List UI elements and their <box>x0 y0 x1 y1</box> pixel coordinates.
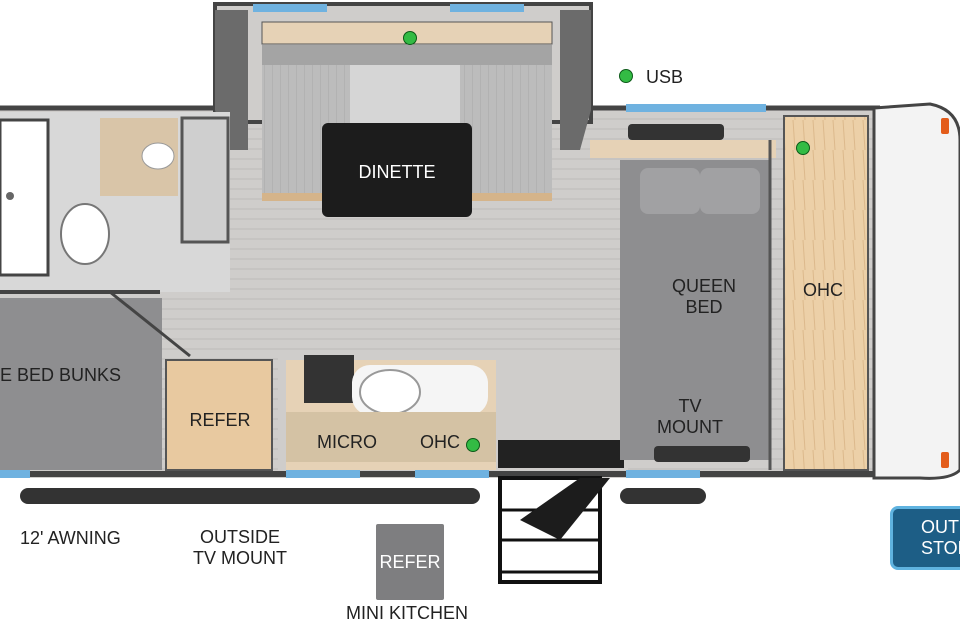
refer-label: REFER <box>189 410 251 430</box>
usb-dot-icon <box>403 31 417 45</box>
mini-kitchen-label: MINI KITCHEN <box>345 603 468 623</box>
dinette-label: DINETTE <box>358 162 436 182</box>
mini-refer-label: REFER <box>379 552 441 572</box>
dinette-slideout <box>213 2 593 201</box>
front-cap <box>872 102 960 480</box>
green-dot-icon <box>619 69 633 83</box>
outside-tv-label: OUTSIDE TV MOUNT <box>193 527 287 568</box>
usb-dot-icon <box>466 438 480 452</box>
kitchen-counter <box>278 352 628 470</box>
bathroom <box>0 112 230 294</box>
bunk-beds <box>0 290 191 470</box>
outside-storage-label: OUT STOR <box>921 517 960 558</box>
mini-kitchen-refer <box>376 524 444 600</box>
exterior-walls <box>0 104 880 478</box>
queen-bed-label: QUEEN BED <box>671 276 736 317</box>
usb-dot-icon <box>796 141 810 155</box>
front-ohc-cabinet <box>783 115 869 471</box>
awning-rail <box>20 488 706 504</box>
ohc-kitchen-label: OHC <box>420 432 460 452</box>
refer-cabinet <box>165 359 273 471</box>
dinette-table <box>322 123 472 217</box>
entry-steps <box>498 476 610 584</box>
awning-label: 12' AWNING <box>20 528 121 548</box>
bunks-label: E BED BUNKS <box>0 365 122 385</box>
micro-label: MICRO <box>317 432 377 452</box>
outside-storage-badge: OUT STOR <box>890 506 960 570</box>
usb-legend-label: USB <box>646 67 684 87</box>
queen-bed-area <box>590 124 776 470</box>
tv-mount-label: TV MOUNT <box>657 396 723 437</box>
ohc-wall-label: OHC <box>803 280 843 300</box>
